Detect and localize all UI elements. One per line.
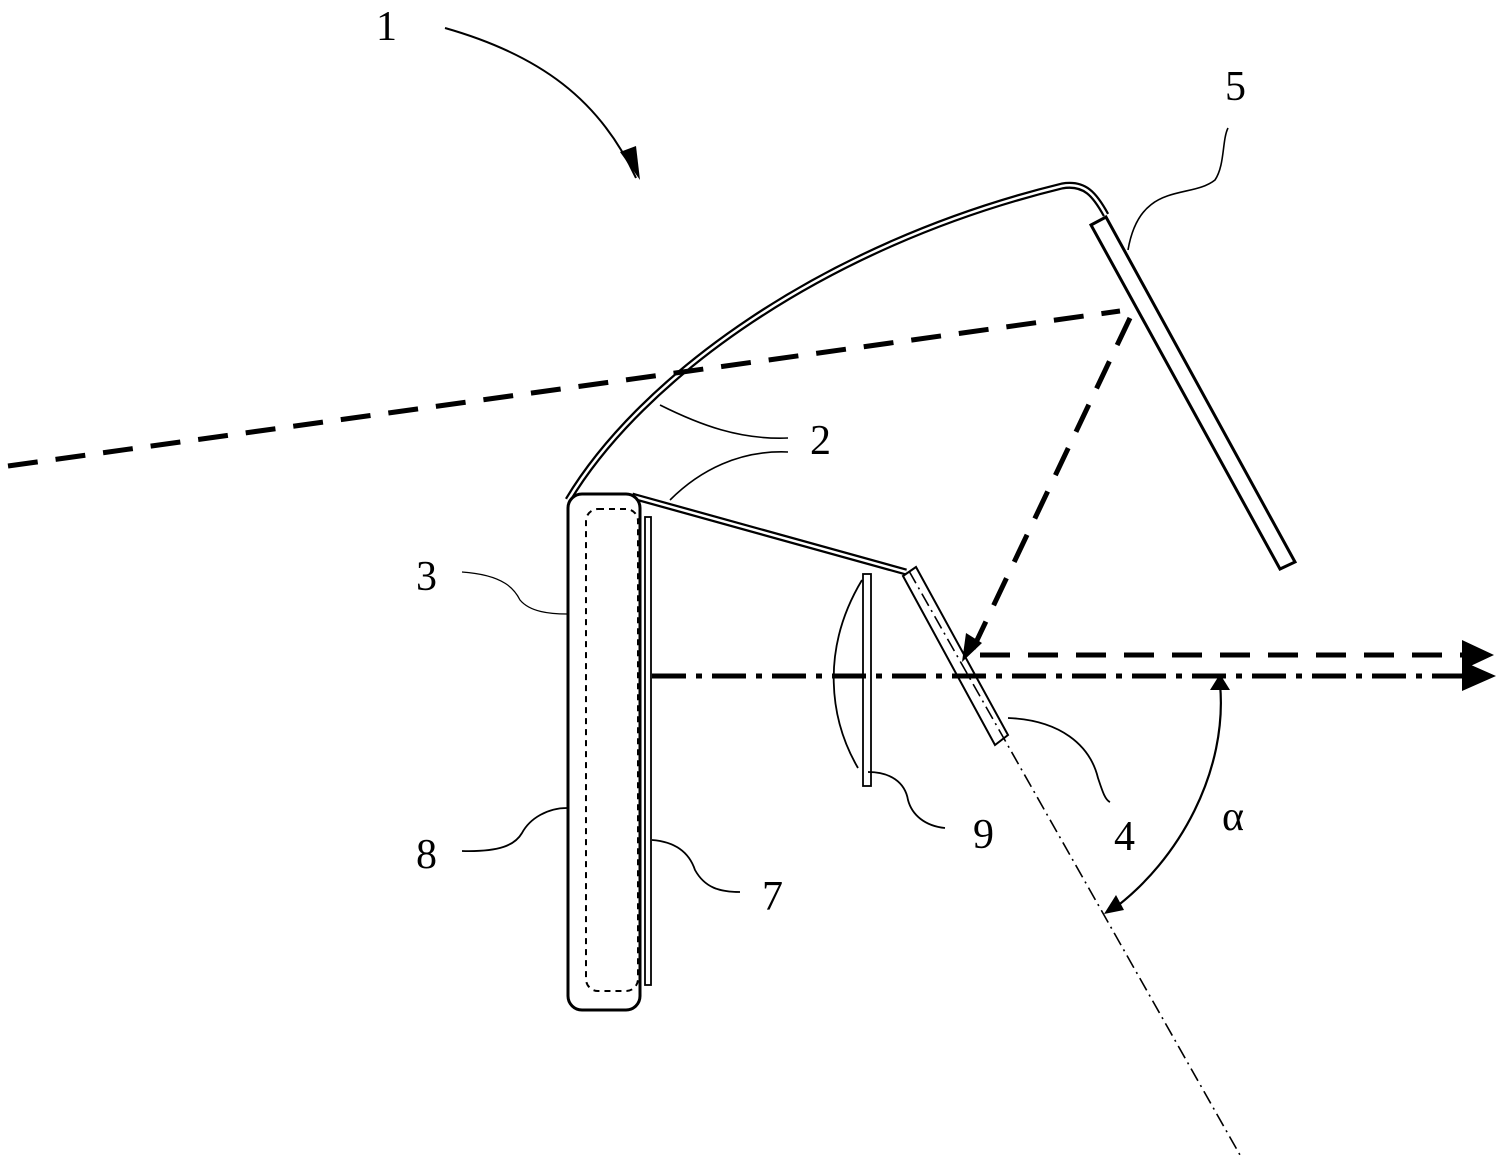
leader-reflector-5 <box>1127 127 1229 251</box>
angle-alpha-arc <box>1111 683 1222 911</box>
reflector-plate <box>1088 214 1298 571</box>
optical-element-axis <box>908 570 1241 1156</box>
leader-panel-7 <box>651 839 741 893</box>
label-reflector: 5 <box>1225 64 1246 110</box>
angle-alpha-arrowhead-bottom <box>1104 895 1124 914</box>
main-optical-axis-arrowhead <box>1462 661 1496 691</box>
label-angle-alpha: α <box>1222 794 1244 840</box>
label-display-source: 3 <box>416 554 437 600</box>
lens-plate <box>862 573 872 787</box>
display-panel <box>644 516 652 986</box>
assembly-pointer-arrow <box>444 27 637 179</box>
incoming-light-path <box>7 308 1121 469</box>
optical-element-slab <box>901 565 1010 747</box>
leader-backlight-8 <box>461 807 568 852</box>
housing-curved-shell <box>564 181 1110 502</box>
housing-straight-segment-inner <box>631 494 907 574</box>
label-lens: 9 <box>973 812 994 858</box>
label-panel: 7 <box>762 874 783 920</box>
reflected-light-arrowhead <box>962 633 982 662</box>
leader-housing-2a <box>659 404 789 439</box>
assembly-pointer-arrowhead <box>620 146 640 180</box>
label-optical-element: 4 <box>1114 814 1135 860</box>
housing-curved-shell-inner <box>566 184 1108 501</box>
label-backlight: 8 <box>416 832 437 878</box>
leader-display-3 <box>461 571 568 615</box>
lens-curve <box>832 579 863 769</box>
label-housing: 2 <box>810 418 831 464</box>
label-assembly: 1 <box>376 4 397 50</box>
display-source-body <box>566 492 642 1012</box>
angle-alpha-arrowhead-top <box>1210 674 1230 690</box>
reflected-light-path <box>967 316 1133 657</box>
backlight-region <box>585 508 639 992</box>
output-light-arrowhead <box>1462 640 1494 670</box>
leader-lens-9 <box>867 771 946 829</box>
leader-element-4 <box>1007 717 1111 803</box>
leader-housing-2b <box>669 451 789 501</box>
